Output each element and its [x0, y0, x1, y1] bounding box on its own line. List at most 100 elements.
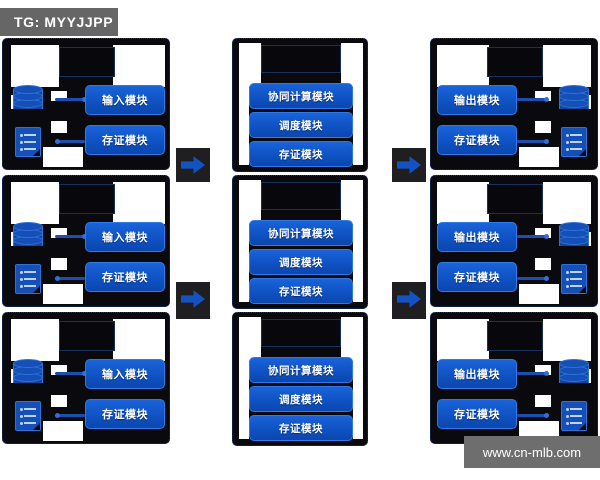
frame-cutout [353, 224, 363, 302]
document-icon [561, 264, 587, 294]
module-button-output[interactable]: 输出模块 [437, 85, 517, 115]
module-button-collaborative-compute[interactable]: 协同计算模块 [249, 220, 353, 246]
module-button-evidence[interactable]: 存证模块 [249, 278, 353, 304]
frame-cutout [51, 395, 67, 407]
site-watermark-label: www.cn-mlb.com [464, 436, 600, 468]
module-button-evidence[interactable]: 存证模块 [85, 399, 165, 429]
frame-cutout [341, 180, 363, 224]
module-button-input[interactable]: 输入模块 [85, 359, 165, 389]
frame-cutout [341, 43, 363, 87]
connector-dot [544, 234, 549, 239]
module-button-scheduling[interactable]: 调度模块 [249, 112, 353, 138]
frame-cutout [519, 284, 559, 304]
connector-dot [544, 371, 549, 376]
input-panel[interactable]: 输入模块 存证模块 [2, 38, 170, 170]
frame-cutout [535, 228, 551, 238]
document-icon [15, 264, 41, 294]
module-button-evidence[interactable]: 存证模块 [437, 399, 517, 429]
frame-cutout [239, 361, 249, 439]
frame-cutout [51, 258, 67, 270]
connector-line [55, 140, 85, 143]
frame-cutout [51, 91, 67, 101]
database-icon [559, 222, 589, 252]
module-button-evidence[interactable]: 存证模块 [85, 125, 165, 155]
module-button-input[interactable]: 输入模块 [85, 85, 165, 115]
connector-line [517, 140, 547, 143]
database-icon [13, 359, 43, 389]
database-icon [559, 359, 589, 389]
database-icon [13, 85, 43, 115]
pipeline-row: 输入模块 存证模块 协同计算模块 调度模块 存证模块 [0, 38, 600, 182]
panel-header-recess [487, 321, 543, 351]
module-button-output[interactable]: 输出模块 [437, 359, 517, 389]
flow-arrow-left [176, 282, 210, 316]
frame-cutout [239, 87, 249, 165]
frame-cutout [113, 45, 165, 87]
module-button-evidence[interactable]: 存证模块 [437, 262, 517, 292]
frame-cutout [437, 319, 489, 361]
frame-cutout [43, 421, 83, 441]
compute-panel[interactable]: 协同计算模块 调度模块 存证模块 [232, 312, 368, 446]
frame-cutout [353, 361, 363, 439]
arrow-right-icon [397, 290, 421, 308]
connector-line [517, 372, 547, 375]
panel-header-recess [487, 47, 543, 77]
frame-cutout [437, 45, 489, 87]
connector-dot [55, 139, 60, 144]
connector-dot [82, 371, 87, 376]
panel-header-recess [59, 321, 115, 351]
module-button-scheduling[interactable]: 调度模块 [249, 249, 353, 275]
connector-dot [55, 276, 60, 281]
connector-line [517, 98, 547, 101]
module-button-output[interactable]: 输出模块 [437, 222, 517, 252]
panel-header-recess [261, 319, 341, 347]
database-icon [13, 222, 43, 252]
arrow-right-icon [397, 156, 421, 174]
document-icon [15, 127, 41, 157]
frame-cutout [51, 121, 67, 133]
connector-dot [544, 276, 549, 281]
module-button-scheduling[interactable]: 调度模块 [249, 386, 353, 412]
module-button-input[interactable]: 输入模块 [85, 222, 165, 252]
frame-cutout [239, 224, 249, 302]
connector-line [517, 235, 547, 238]
connector-line [517, 414, 547, 417]
connector-dot [544, 413, 549, 418]
module-button-evidence[interactable]: 存证模块 [249, 141, 353, 167]
frame-cutout [239, 317, 261, 361]
connector-line [517, 277, 547, 280]
frame-cutout [535, 258, 551, 270]
panel-header-recess [59, 184, 115, 214]
compute-panel[interactable]: 协同计算模块 调度模块 存证模块 [232, 175, 368, 309]
connector-line [55, 414, 85, 417]
tg-watermark-label: TG: MYYJJPP [0, 8, 118, 36]
frame-cutout [11, 319, 59, 361]
panel-header-recess [261, 182, 341, 210]
flow-arrow-left [176, 148, 210, 182]
output-panel[interactable]: 输出模块 存证模块 [430, 38, 598, 170]
connector-line [55, 277, 85, 280]
panel-header-recess [487, 184, 543, 214]
document-icon [15, 401, 41, 431]
arrow-right-icon [181, 290, 205, 308]
input-panel[interactable]: 输入模块 存证模块 [2, 312, 170, 444]
output-panel[interactable]: 输出模块 存证模块 [430, 312, 598, 444]
module-button-collaborative-compute[interactable]: 协同计算模块 [249, 83, 353, 109]
arrow-right-icon [181, 156, 205, 174]
document-icon [561, 127, 587, 157]
flow-arrow-right [392, 282, 426, 316]
frame-cutout [535, 365, 551, 375]
frame-cutout [341, 317, 363, 361]
module-button-evidence[interactable]: 存证模块 [437, 125, 517, 155]
frame-cutout [51, 228, 67, 238]
frame-cutout [543, 319, 591, 361]
module-button-collaborative-compute[interactable]: 协同计算模块 [249, 357, 353, 383]
output-panel[interactable]: 输出模块 存证模块 [430, 175, 598, 307]
frame-cutout [11, 45, 59, 87]
module-button-evidence[interactable]: 存证模块 [85, 262, 165, 292]
module-button-evidence[interactable]: 存证模块 [249, 415, 353, 441]
compute-panel[interactable]: 协同计算模块 调度模块 存证模块 [232, 38, 368, 172]
document-icon [561, 401, 587, 431]
input-panel[interactable]: 输入模块 存证模块 [2, 175, 170, 307]
